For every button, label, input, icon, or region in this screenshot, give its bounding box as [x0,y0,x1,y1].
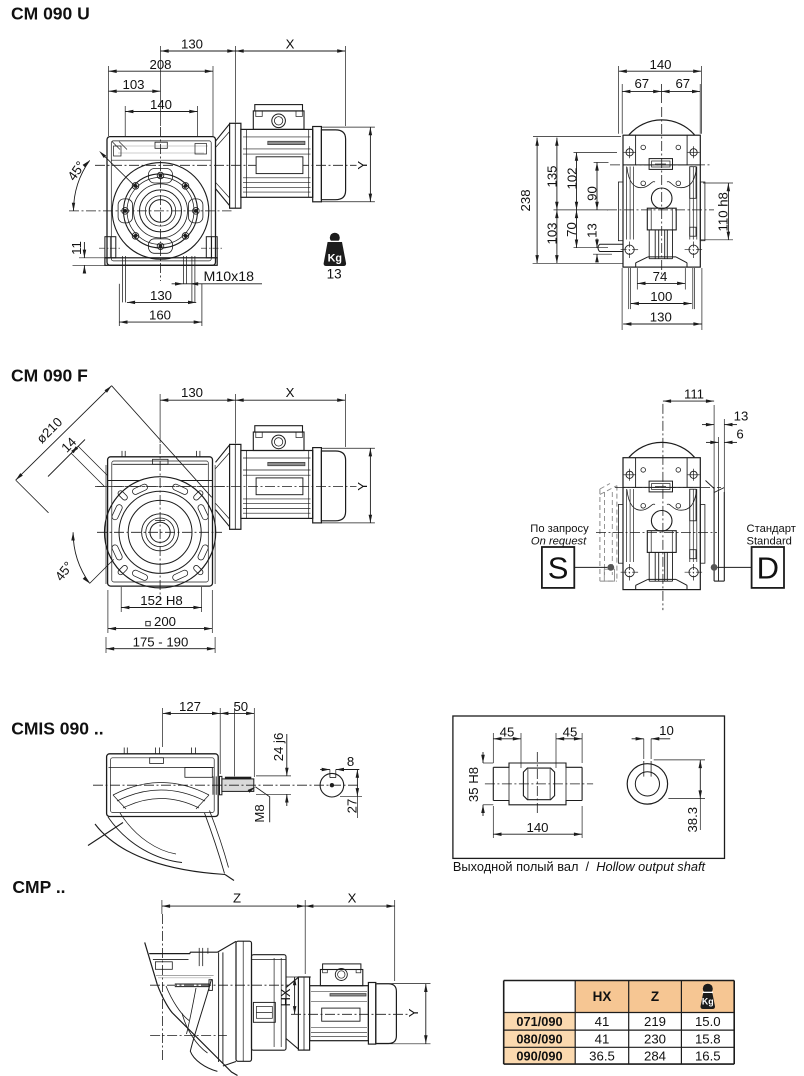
svg-text:130: 130 [150,288,172,303]
svg-text:67: 67 [675,76,690,91]
svg-text:CMP ..: CMP .. [12,877,65,897]
svg-text:По запросу: По запросу [530,523,589,535]
svg-text:CMIS 090 ..: CMIS 090 .. [11,719,103,739]
svg-text:45: 45 [500,724,515,739]
svg-text:Y: Y [355,161,370,170]
svg-text:Y: Y [406,1008,421,1017]
svg-text:130: 130 [181,385,203,400]
svg-text:90: 90 [585,186,600,201]
svg-text:238: 238 [518,189,533,211]
svg-text:16.5: 16.5 [695,1048,721,1063]
svg-text:13: 13 [585,223,600,238]
svg-text:Выходной полый вал / Hollow: Выходной полый вал / Hollow output shaft [453,859,706,874]
svg-text:071/090: 071/090 [516,1014,562,1029]
svg-text:35 H8: 35 H8 [466,767,481,802]
svg-text:41: 41 [595,1031,610,1046]
svg-text:CM 090 F: CM 090 F [11,366,88,386]
svg-text:230: 230 [644,1031,666,1046]
svg-text:080/090: 080/090 [516,1031,562,1046]
svg-text:HX: HX [278,988,293,1006]
svg-text:41: 41 [595,1014,610,1029]
svg-text:Стандарт: Стандарт [747,523,796,535]
svg-text:103: 103 [544,222,559,244]
svg-text:Z: Z [651,989,659,1004]
svg-text:130: 130 [181,37,203,52]
svg-text:127: 127 [179,699,201,714]
svg-text:10: 10 [659,723,674,738]
svg-text:130: 130 [650,310,672,325]
svg-text:102: 102 [564,167,579,189]
svg-text:X: X [348,890,357,905]
svg-text:X: X [286,385,295,400]
svg-text:13: 13 [327,267,342,282]
svg-text:Z: Z [233,890,241,905]
svg-text:27: 27 [345,799,360,814]
svg-text:13: 13 [734,409,749,424]
svg-text:284: 284 [644,1048,666,1063]
svg-text:S: S [548,551,569,586]
svg-text:100: 100 [650,289,672,304]
svg-text:45: 45 [563,724,578,739]
svg-text:67: 67 [634,76,649,91]
svg-text:160: 160 [149,308,171,323]
svg-text:Y: Y [355,482,370,491]
svg-text:M10x18: M10x18 [204,269,255,285]
svg-text:200: 200 [154,614,176,629]
svg-text:38.3: 38.3 [685,807,700,833]
svg-text:090/090: 090/090 [516,1048,562,1063]
svg-text:Standard: Standard [746,536,791,548]
svg-text:D: D [757,551,779,586]
svg-text:175 - 190: 175 - 190 [133,634,189,649]
svg-text:140: 140 [526,820,548,835]
svg-text:M8: M8 [252,804,267,822]
svg-text:152 H8: 152 H8 [140,593,183,608]
svg-text:36.5: 36.5 [589,1048,615,1063]
svg-text:On request: On request [531,536,587,548]
svg-text:11: 11 [69,241,84,255]
svg-text:24 j6: 24 j6 [271,733,286,762]
svg-text:15.0: 15.0 [695,1014,721,1029]
svg-text:6: 6 [736,426,743,441]
svg-text:Kg: Kg [702,997,714,1007]
svg-text:140: 140 [649,57,671,72]
svg-text:Kg: Kg [328,253,342,265]
svg-text:70: 70 [564,222,579,237]
svg-text:140: 140 [150,97,172,112]
svg-text:74: 74 [653,269,668,284]
svg-text:X: X [286,37,295,52]
svg-text:CM 090 U: CM 090 U [11,4,90,24]
svg-text:111: 111 [684,387,704,402]
svg-text:50: 50 [233,699,248,714]
svg-text:HX: HX [593,989,612,1004]
svg-text:110 h8: 110 h8 [716,192,731,231]
svg-text:8: 8 [347,754,354,769]
svg-text:15.8: 15.8 [695,1031,721,1046]
svg-text:103: 103 [122,77,144,92]
svg-text:219: 219 [644,1014,666,1029]
svg-text:135: 135 [544,165,559,187]
